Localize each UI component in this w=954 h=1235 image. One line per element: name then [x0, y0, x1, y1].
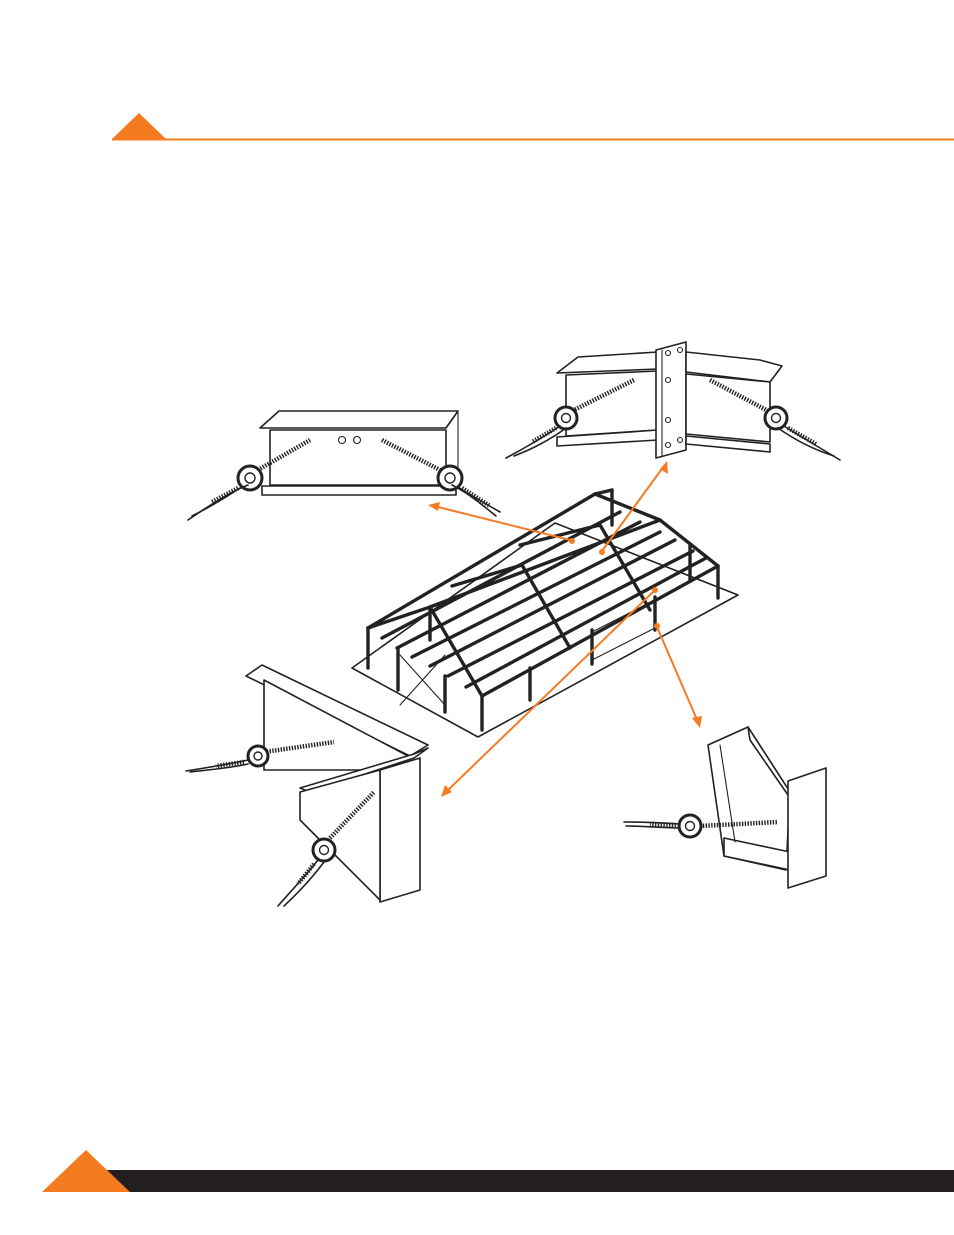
callout-dot [654, 623, 660, 629]
arrowhead-icon [428, 502, 440, 511]
foundation-slab [352, 523, 738, 737]
column-base-detail [186, 665, 428, 906]
steel-frame-building [352, 490, 738, 737]
arrowhead-icon [660, 461, 668, 474]
moment-connection-detail [506, 342, 840, 460]
callout-dot [599, 549, 605, 555]
arrowhead-icon [692, 716, 702, 728]
beam-web-detail [188, 411, 500, 520]
channel-detail [624, 727, 826, 888]
callout-dot [652, 587, 658, 593]
callout-dot [569, 538, 575, 544]
